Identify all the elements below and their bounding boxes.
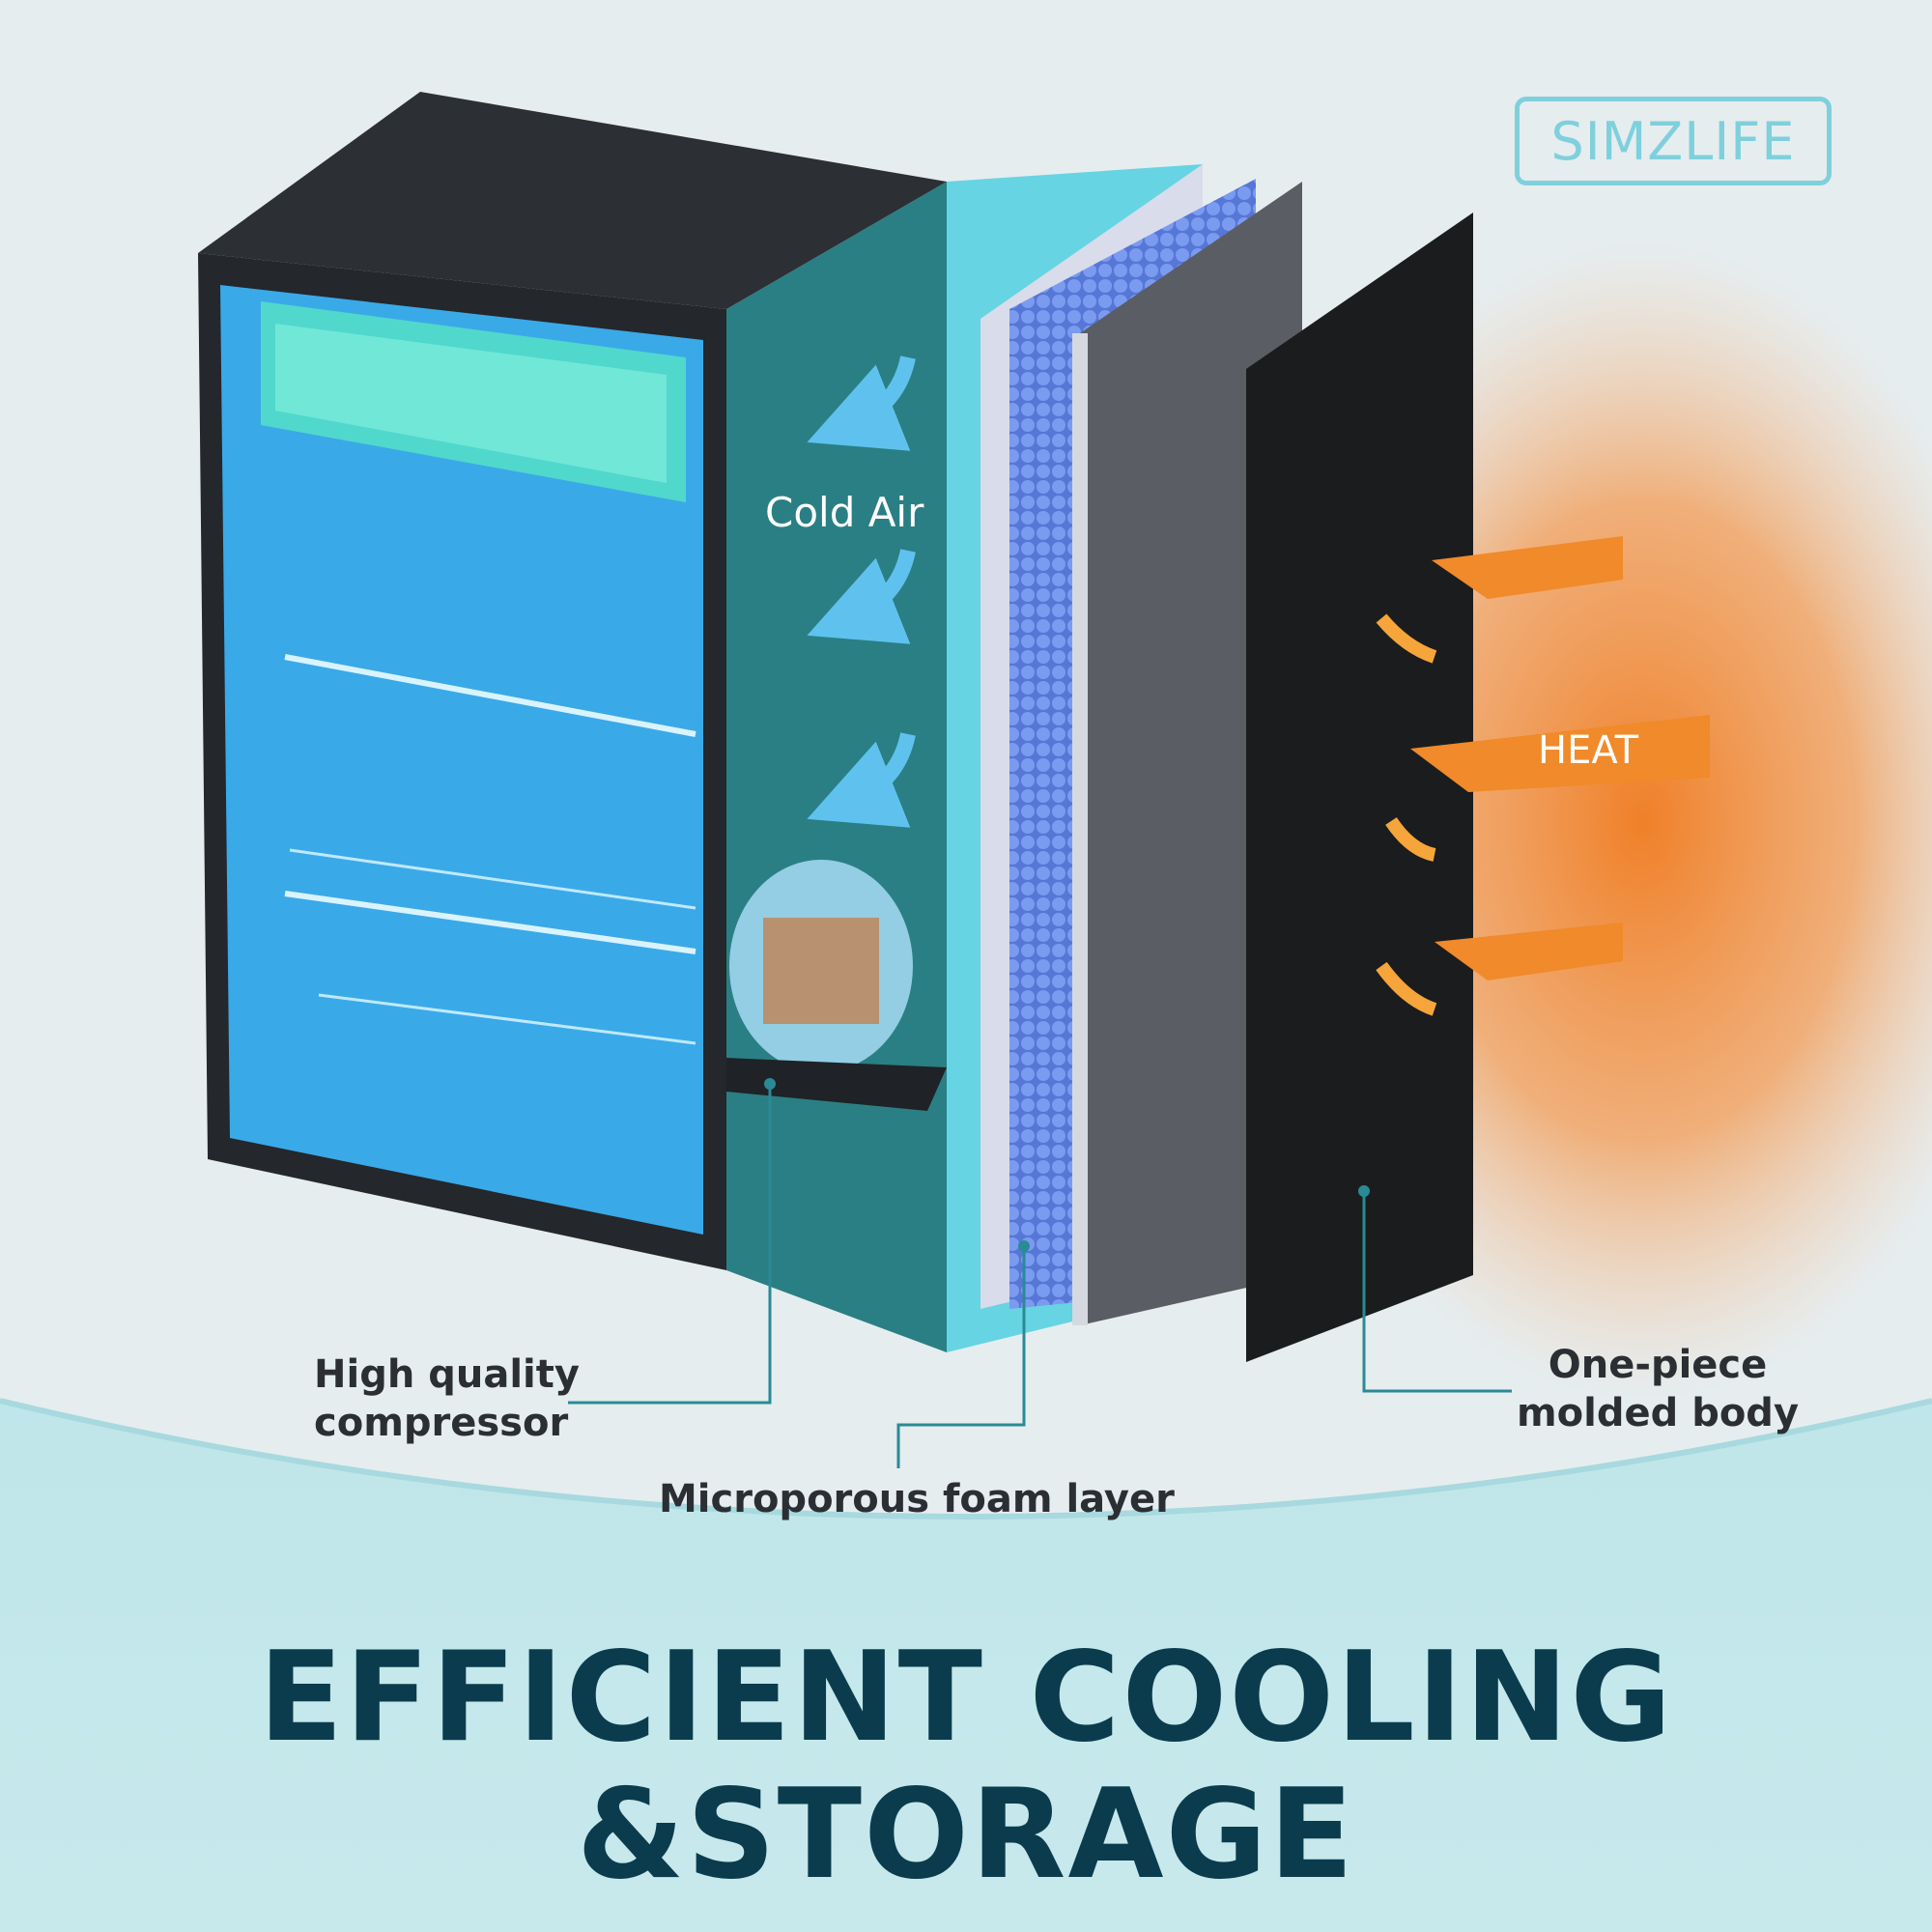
compressor-label: High quality compressor <box>314 1350 580 1447</box>
compressor-coil <box>763 918 879 1024</box>
heat-arrow-3 <box>1435 923 1623 980</box>
body-label-line2: molded body <box>1517 1391 1800 1435</box>
heat-arrow-1 <box>1432 536 1623 599</box>
cold-arrow-1 <box>807 355 916 451</box>
outer-panel <box>1246 213 1473 1362</box>
band-edge <box>0 1398 1932 1520</box>
compressor-label-line2: compressor <box>314 1401 569 1445</box>
body-label-line1: One-piece <box>1548 1343 1768 1387</box>
cold-arrow-3 <box>807 732 916 828</box>
heat-arrow-curve-1 <box>1376 613 1437 664</box>
heat-label: HEAT <box>1538 728 1639 773</box>
leader-line-body <box>1362 1191 1512 1393</box>
leader-line-foam <box>896 1246 1026 1468</box>
crisper <box>318 993 696 1045</box>
compressor-label-line1: High quality <box>314 1352 580 1397</box>
heat-arrow-curve-2 <box>1385 816 1436 862</box>
cold-arrow-2 <box>807 549 916 644</box>
headline-line1: EFFICIENT COOLING <box>258 1626 1674 1770</box>
leader-line-compressor <box>568 1084 772 1405</box>
headline-line2: &STORAGE <box>576 1763 1356 1907</box>
brand-logo: SIMZLIFE <box>1515 97 1832 185</box>
compressor-base <box>726 1058 947 1111</box>
shelf-3 <box>289 848 696 910</box>
body-label: One-piece molded body <box>1517 1341 1799 1437</box>
shelf-2 <box>284 891 696 954</box>
cold-air-panel <box>726 182 947 1352</box>
cabinet-top <box>198 92 947 309</box>
heat-arrow-2 <box>1410 715 1710 792</box>
foam-label: Microporous foam layer <box>659 1477 1175 1521</box>
cold-air-label: Cold Air <box>765 489 924 536</box>
shelf-1 <box>284 654 696 737</box>
freezer-inner <box>275 324 667 483</box>
heat-arrow-curve-3 <box>1376 961 1437 1016</box>
bottom-band <box>0 1401 1932 1932</box>
